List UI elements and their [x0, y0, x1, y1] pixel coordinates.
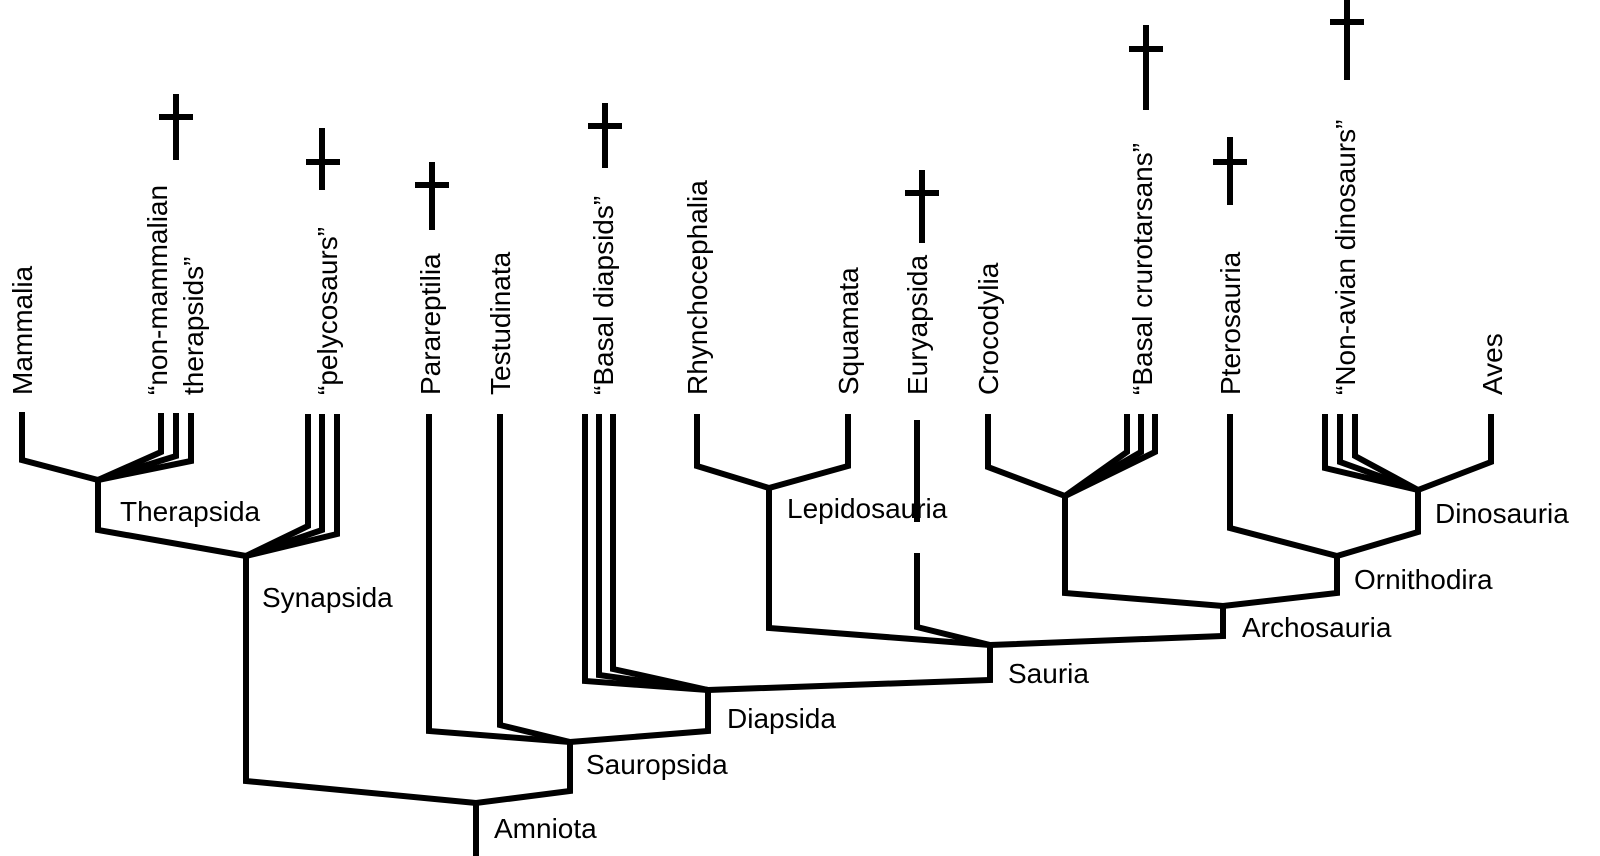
label-crocodylia: Crocodylia	[973, 262, 1004, 395]
dagger-icon	[588, 103, 622, 168]
label-therapsids-line1: “non-mammalian	[142, 185, 173, 395]
dagger-icon	[1129, 25, 1163, 110]
branch-non-avian-right	[1352, 414, 1420, 493]
extinct-markers	[159, 0, 1364, 243]
branch-aves	[1416, 414, 1494, 493]
branch-parareptilia	[426, 414, 571, 745]
dagger-icon	[415, 162, 449, 230]
branch-therapsids-right	[97, 413, 194, 483]
clade-label-sauria: Sauria	[1008, 658, 1089, 689]
label-non-avian-dinosaurs: “Non-avian dinosaurs”	[1330, 120, 1361, 395]
dagger-icon	[1330, 0, 1364, 80]
label-rhynchocephalia: Rhynchocephalia	[682, 180, 713, 395]
clade-label-amniota: Amniota	[494, 813, 597, 844]
branch-non-avian-left	[1322, 414, 1419, 493]
branch-basal-diapsids-right	[610, 414, 709, 693]
branch-basal-crurotarsans-right	[1063, 414, 1158, 499]
branch-sauria-to-archosauria	[989, 606, 1226, 648]
branch-mammalia	[19, 412, 99, 483]
label-pelycosaurs: “pelycosaurs”	[312, 227, 343, 395]
label-squamata: Squamata	[833, 267, 864, 395]
branch-diapsida-join	[569, 700, 711, 745]
dagger-icon	[905, 170, 939, 243]
clade-label-ornithodira: Ornithodira	[1354, 564, 1493, 595]
dagger-icon	[159, 94, 193, 160]
clade-label-therapsida: Therapsida	[120, 496, 261, 527]
dagger-icon	[1213, 137, 1247, 205]
clade-label-archosauria: Archosauria	[1242, 612, 1392, 643]
branch-pelycosaurs-right	[245, 414, 340, 559]
label-therapsids-line2: therapsids”	[178, 256, 209, 395]
clade-label-lepidosauria: Lepidosauria	[787, 493, 948, 524]
label-parareptilia: Parareptilia	[415, 253, 446, 395]
label-mammalia: Mammalia	[7, 265, 38, 395]
clade-label-sauropsida: Sauropsida	[586, 749, 728, 780]
branch-archosauria-to-ornithodira	[1222, 561, 1340, 609]
branch-rhynchocephalia	[694, 414, 770, 491]
branch-pelycosaurs-left	[244, 414, 311, 559]
branch-amniota-join	[243, 759, 573, 807]
clade-label-diapsida: Diapsida	[727, 703, 836, 734]
clade-labels: Amniota Synapsida Therapsida Sauropsida …	[120, 493, 1569, 844]
branch-euryapsida	[914, 553, 991, 648]
branch-therapsida-to-synapsida	[95, 500, 247, 559]
clade-label-dinosauria: Dinosauria	[1435, 498, 1569, 529]
label-euryapsida: Euryapsida	[902, 254, 933, 395]
branch-ornithodira-to-dinosauria	[1336, 500, 1421, 559]
label-aves: Aves	[1477, 333, 1508, 395]
label-testudinata: Testudinata	[485, 251, 516, 395]
label-basal-crurotarsans: “Basal crurotarsans”	[1127, 143, 1158, 395]
label-basal-diapsids: “Basal diapsids”	[588, 196, 619, 395]
branch-basal-diapsids-left	[582, 414, 709, 693]
branch-pterosauria	[1227, 414, 1338, 559]
branch-testudinata	[497, 414, 571, 745]
branch-sauria-to-lepidosauria	[766, 488, 991, 648]
branch-non-avian-mid	[1337, 414, 1420, 493]
branch-diapsida-to-sauria	[707, 650, 993, 693]
dagger-icon	[306, 128, 340, 168]
label-pterosauria: Pterosauria	[1215, 251, 1246, 395]
branch-squamata	[768, 414, 851, 491]
branch-crocodylia	[985, 414, 1067, 499]
branch-archosauria-to-crurotarsi	[1062, 496, 1224, 609]
clade-label-synapsida: Synapsida	[262, 582, 393, 613]
branches	[19, 412, 1494, 856]
tip-labels: Mammalia “non-mammalian therapsids” “pel…	[7, 120, 1508, 395]
